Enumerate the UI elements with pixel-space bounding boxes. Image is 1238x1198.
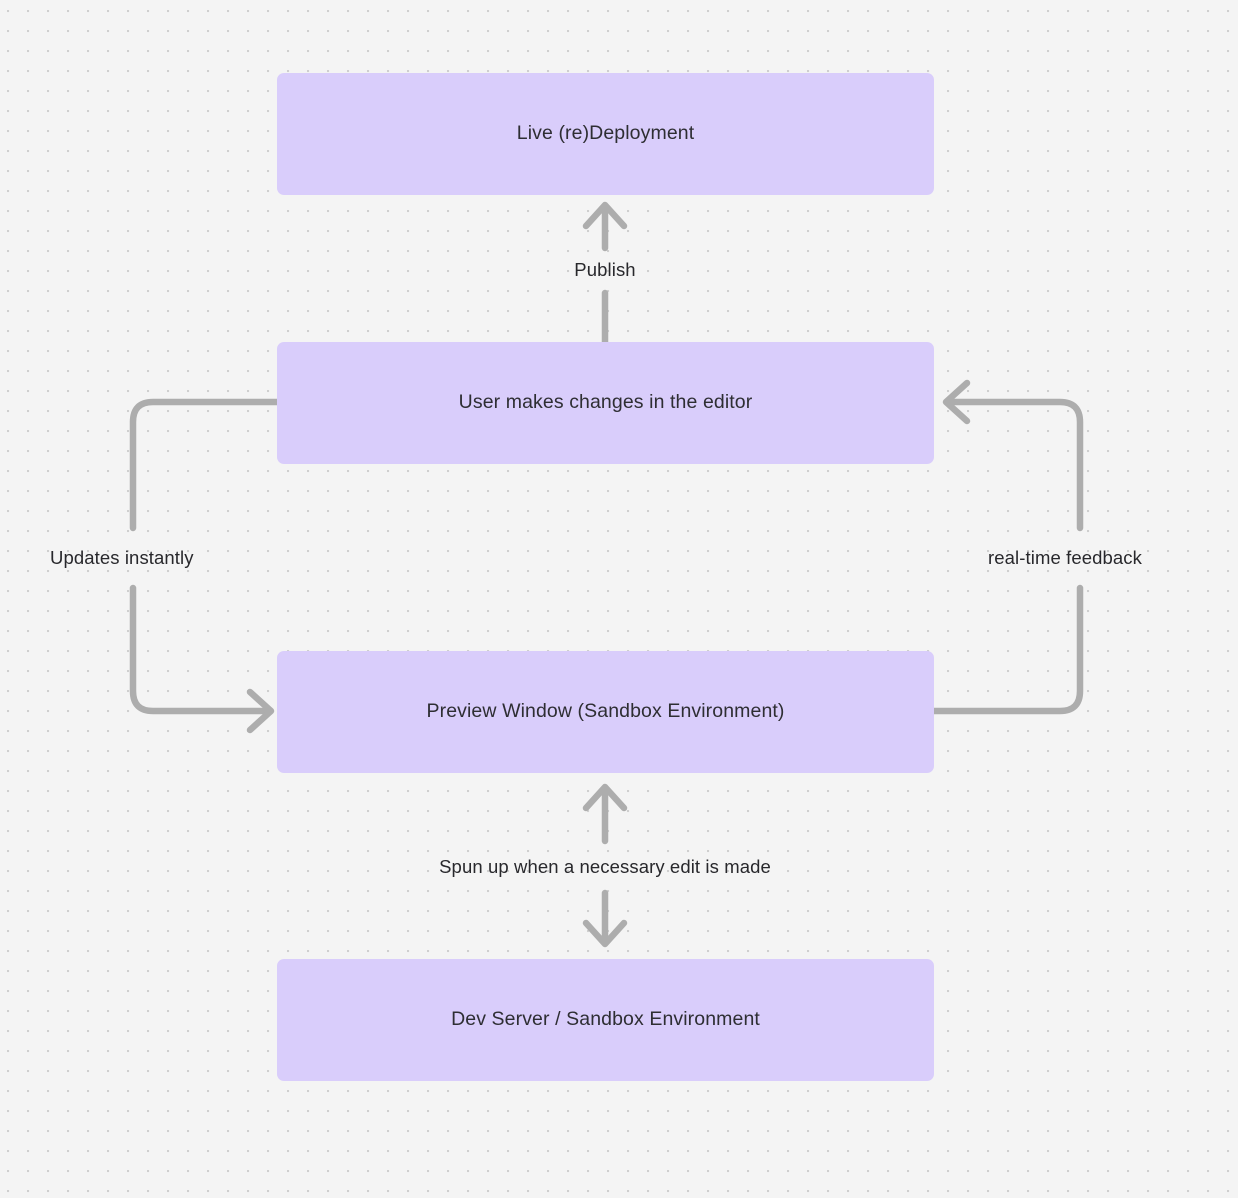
edge-label-real-time-feedback: real-time feedback — [988, 547, 1142, 568]
edge-label-updates-instantly: Updates instantly — [50, 547, 194, 568]
node-user-edits[interactable]: User makes changes in the editor — [277, 342, 934, 464]
node-label-dev-server: Dev Server / Sandbox Environment — [451, 1008, 760, 1031]
node-live-deployment[interactable]: Live (re)Deployment — [277, 73, 934, 195]
edge-label-spun-up: Spun up when a necessary edit is made — [439, 855, 771, 877]
node-preview-window[interactable]: Preview Window (Sandbox Environment) — [277, 651, 934, 773]
node-label-preview-window: Preview Window (Sandbox Environment) — [426, 700, 785, 723]
node-dev-server[interactable]: Dev Server / Sandbox Environment — [277, 959, 934, 1081]
node-label-user-edits: User makes changes in the editor — [458, 391, 753, 414]
node-label-live-deployment: Live (re)Deployment — [516, 122, 695, 145]
edge-label-publish: Publish — [574, 258, 636, 280]
